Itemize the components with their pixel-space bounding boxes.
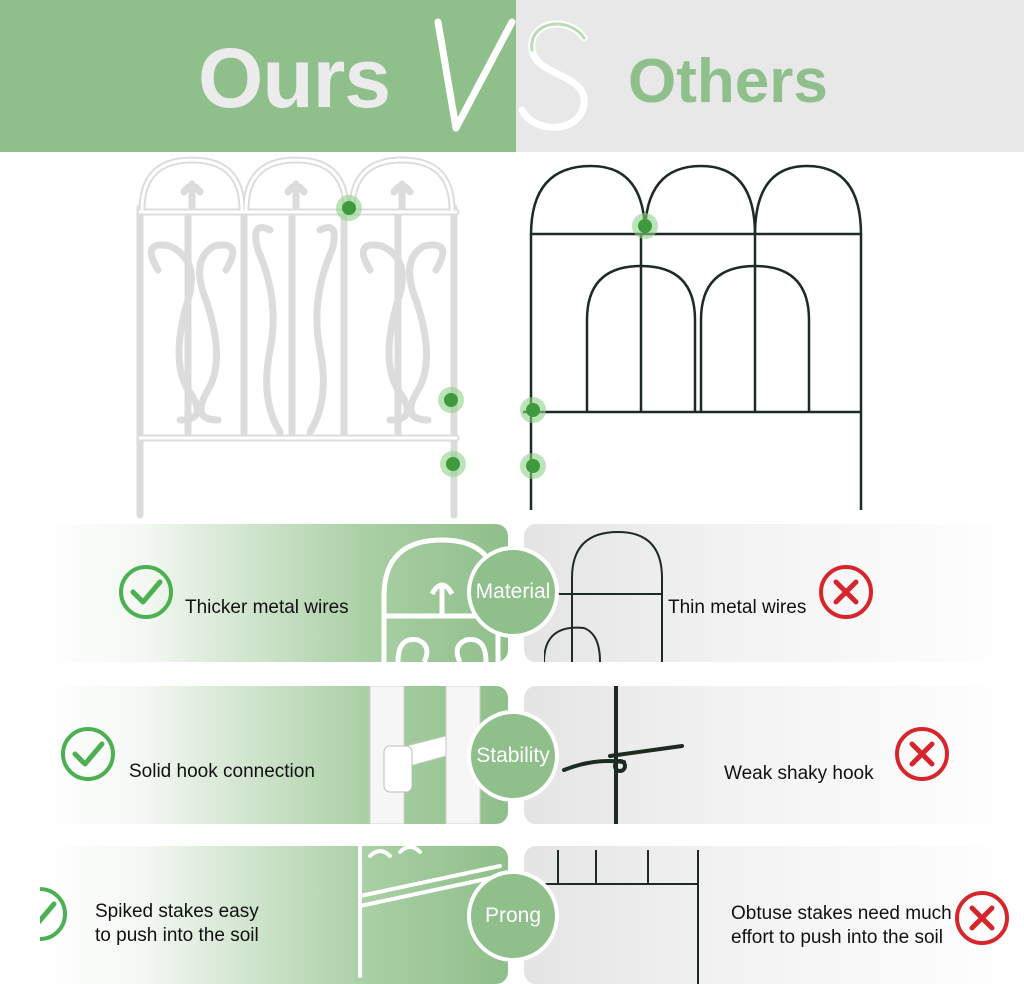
ours-title: Ours [198,31,391,125]
prong-detail-image [538,850,699,984]
others-title: Others [628,47,828,116]
vs-logo: VS [434,18,588,132]
row-material-ours: Thicker metal wires [40,524,508,662]
others-feature-text: Thin metal wires [668,597,807,618]
row-stability-others: Weak shaky hook [524,686,1024,824]
row-stability-ours: Solid hook connection [40,686,508,824]
cross-icon [819,565,873,619]
marker-dot-icon [336,195,658,479]
row-material-others: Thin metal wires [524,524,1024,662]
ours-feature-text-line1: Spiked stakes easy [95,901,259,922]
badge-prong: Prong [467,870,559,962]
others-feature-text-line2: effort to push into the soil [731,927,943,948]
row-prong-others: Obtuse stakes need much effort to push i… [524,846,1024,984]
others-feature-text: Weak shaky hook [724,763,874,784]
badge-material: Material [467,546,559,638]
cross-icon [895,727,949,781]
ours-feature-text-line2: to push into the soil [95,925,259,946]
row-prong-ours: Spiked stakes easy to push into the soil [40,846,508,984]
hook-detail-image [562,686,684,824]
hook-detail-image [369,686,481,824]
header-others-panel [516,0,1024,152]
others-fence-illustration [523,164,863,510]
prong-detail-image [358,846,502,978]
ours-feature-text: Thicker metal wires [185,597,349,618]
header-ours-panel [0,0,516,152]
ours-feature-text: Solid hook connection [129,761,315,782]
check-icon [40,887,67,941]
check-icon [61,727,115,781]
others-feature-text-line1: Obtuse stakes need much [731,903,952,924]
cross-icon [955,891,1009,945]
check-icon [119,565,173,619]
fence-detail-image [544,530,663,662]
badge-stability: Stability [467,710,559,802]
marker-dots [336,195,658,479]
